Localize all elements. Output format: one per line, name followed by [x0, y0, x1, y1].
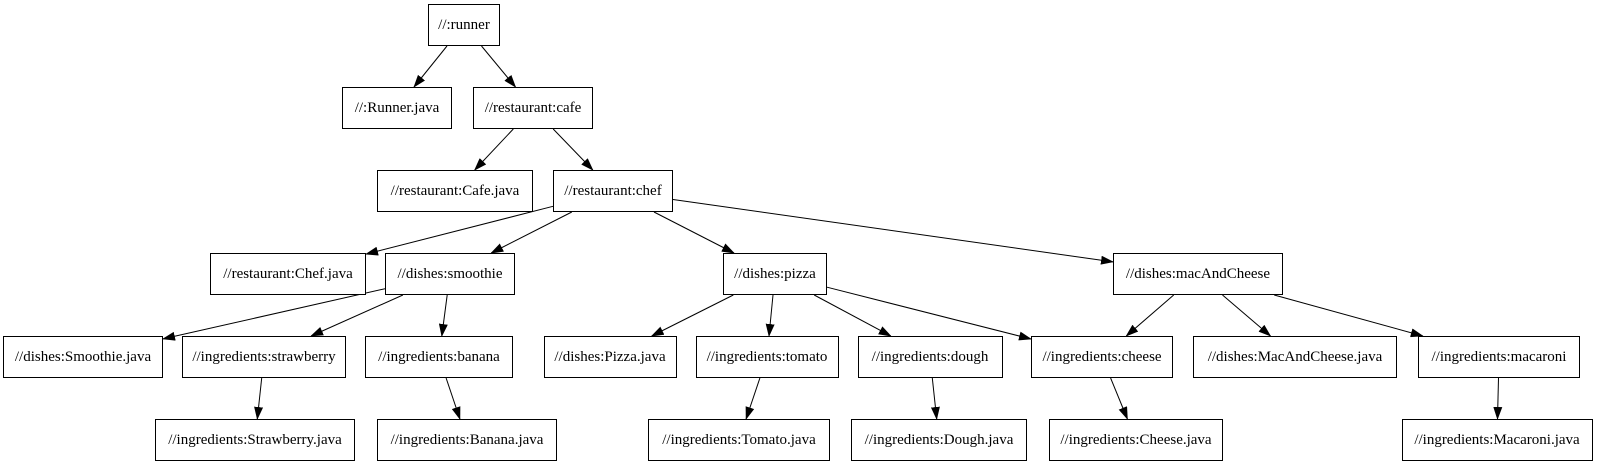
graph-node-strawberry: //ingredients:strawberry	[182, 336, 346, 378]
graph-node-label: //dishes:Smoothie.java	[14, 348, 152, 365]
graph-node-label: //ingredients:dough	[871, 348, 989, 365]
graph-node-label: //restaurant:Cafe.java	[390, 182, 520, 199]
graph-edge-runner-to-cafe	[481, 45, 517, 88]
graph-node-label: //ingredients:cheese	[1042, 348, 1162, 365]
graph-edge-pizza-to-cheese	[826, 286, 1032, 341]
graph-node-label: //dishes:macAndCheese	[1125, 265, 1271, 282]
graph-edge-cafe-to-chef	[552, 128, 594, 171]
graph-node-label: //ingredients:Banana.java	[390, 431, 544, 448]
graph-edge-cheese-to-cheese-java	[1110, 377, 1128, 420]
edges-group	[162, 45, 1503, 420]
graph-edge-pizza-to-tomato	[765, 294, 775, 337]
graph-node-chef: //restaurant:chef	[553, 170, 673, 212]
graph-node-dough: //ingredients:dough	[857, 336, 1003, 378]
graph-node-label: //ingredients:tomato	[706, 348, 828, 365]
graph-node-mac-and-cheese-java: //dishes:MacAndCheese.java	[1193, 336, 1397, 378]
graph-node-label: //dishes:MacAndCheese.java	[1207, 348, 1383, 365]
graph-edge-chef-to-mac-and-cheese	[672, 199, 1114, 265]
graph-edge-pizza-to-dough	[813, 294, 892, 337]
graph-edge-cafe-to-cafe-java	[474, 128, 514, 171]
graph-node-label: //ingredients:banana	[378, 348, 500, 365]
graph-edge-mac-and-cheese-to-cheese	[1125, 294, 1175, 337]
graph-node-runner-java: //:Runner.java	[342, 87, 452, 129]
graph-node-label: //ingredients:Cheese.java	[1060, 431, 1212, 448]
graph-node-pizza-java: //dishes:Pizza.java	[543, 336, 677, 378]
graph-edge-smoothie-to-smoothie-java	[162, 288, 386, 341]
graph-edge-smoothie-to-banana	[438, 294, 448, 337]
graph-node-smoothie-java: //dishes:Smoothie.java	[3, 336, 163, 378]
graph-node-strawberry-java: //ingredients:Strawberry.java	[155, 419, 355, 461]
graph-edge-runner-to-runner-java	[413, 45, 448, 88]
graph-node-banana-java: //ingredients:Banana.java	[377, 419, 557, 461]
graph-node-label: //ingredients:macaroni	[1431, 348, 1567, 365]
graph-node-macaroni: //ingredients:macaroni	[1418, 336, 1580, 378]
graph-node-tomato-java: //ingredients:Tomato.java	[648, 419, 830, 461]
graph-node-label: //restaurant:cafe	[484, 99, 582, 116]
graph-edge-strawberry-to-strawberry-java	[254, 377, 264, 420]
graph-node-runner: //:runner	[428, 4, 500, 46]
graph-node-cheese-java: //ingredients:Cheese.java	[1049, 419, 1223, 461]
graph-edge-mac-and-cheese-to-mac-and-cheese-java	[1222, 294, 1272, 337]
graph-edge-banana-to-banana-java	[445, 377, 461, 420]
graph-node-cafe-java: //restaurant:Cafe.java	[377, 170, 533, 212]
graph-node-cafe: //restaurant:cafe	[473, 87, 593, 129]
graph-node-label: //ingredients:strawberry	[192, 348, 336, 365]
graph-node-macaroni-java: //ingredients:Macaroni.java	[1401, 419, 1593, 461]
graph-edge-chef-to-chef-java	[365, 205, 554, 256]
graph-node-mac-and-cheese: //dishes:macAndCheese	[1113, 253, 1283, 295]
graph-node-label: //ingredients:Strawberry.java	[168, 431, 342, 448]
graph-edge-pizza-to-pizza-java	[650, 294, 734, 337]
graph-node-label: //restaurant:chef	[564, 182, 662, 199]
graph-edge-dough-to-dough-java	[930, 377, 940, 420]
graph-node-label: //dishes:smoothie	[397, 265, 503, 282]
graph-node-tomato: //ingredients:tomato	[695, 336, 839, 378]
graph-node-label: //ingredients:Tomato.java	[662, 431, 816, 448]
graph-node-label: //dishes:pizza	[734, 265, 816, 282]
graph-node-pizza: //dishes:pizza	[723, 253, 827, 295]
graph-edge-chef-to-smoothie	[490, 211, 573, 254]
graph-edge-mac-and-cheese-to-macaroni	[1274, 294, 1424, 338]
graph-node-smoothie: //dishes:smoothie	[385, 253, 515, 295]
graph-node-chef-java: //restaurant:Chef.java	[210, 253, 366, 295]
graph-edge-chef-to-pizza	[653, 211, 735, 254]
graph-node-dough-java: //ingredients:Dough.java	[851, 419, 1027, 461]
graph-node-label: //ingredients:Dough.java	[864, 431, 1014, 448]
graph-node-label: //restaurant:Chef.java	[223, 265, 353, 282]
graph-node-banana: //ingredients:banana	[365, 336, 513, 378]
graph-edge-macaroni-to-macaroni-java	[1493, 377, 1503, 420]
graph-node-label: //dishes:Pizza.java	[554, 348, 666, 365]
graph-node-cheese: //ingredients:cheese	[1031, 336, 1173, 378]
graph-node-label: //ingredients:Macaroni.java	[1414, 431, 1580, 448]
graph-node-label: //:Runner.java	[354, 99, 440, 116]
graph-edge-smoothie-to-strawberry	[310, 294, 404, 337]
graph-edge-tomato-to-tomato-java	[745, 377, 761, 420]
graph-node-label: //:runner	[438, 16, 490, 33]
